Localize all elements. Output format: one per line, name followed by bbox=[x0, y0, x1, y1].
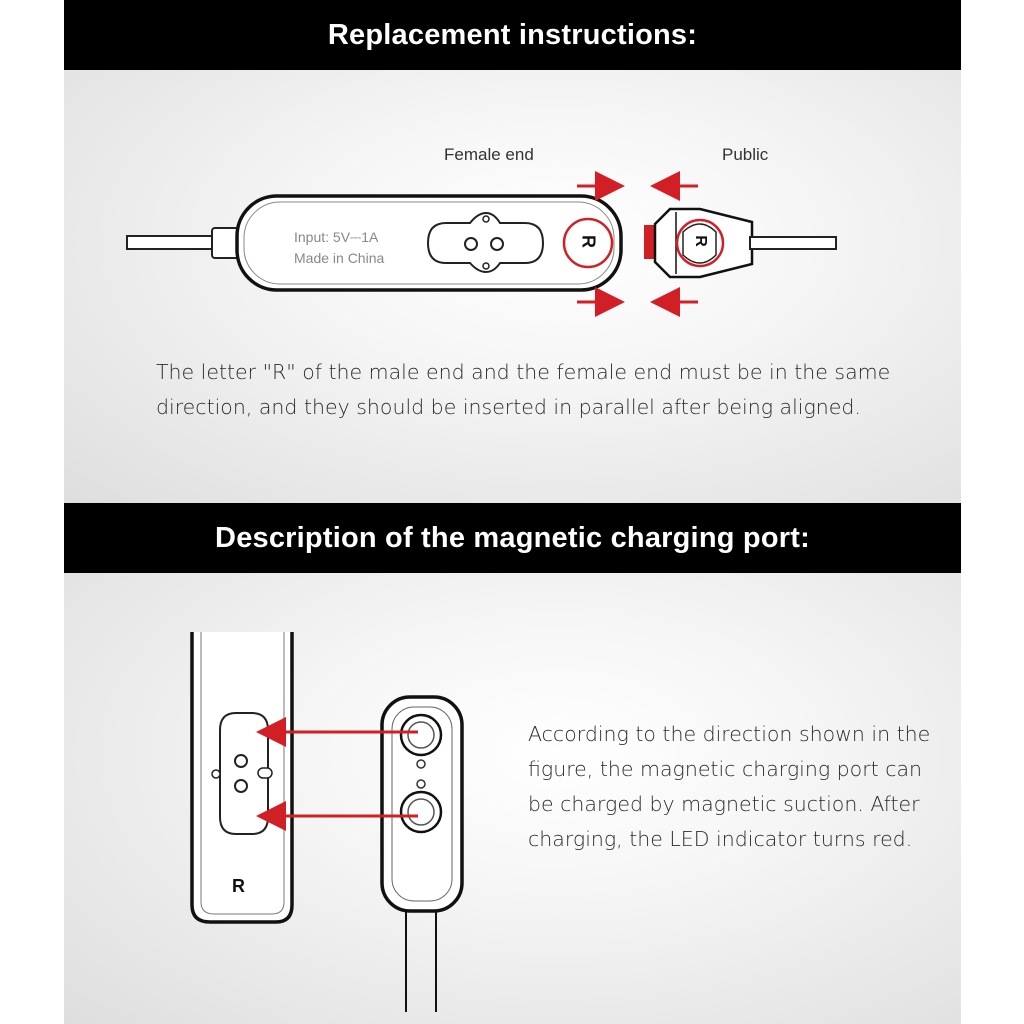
female-socket bbox=[426, 211, 545, 274]
device-spec-text: Input: 5V⎓1A Made in China bbox=[294, 227, 384, 269]
section-header-replacement: Replacement instructions: bbox=[64, 0, 961, 70]
section-title-charging-port: Description of the magnetic charging por… bbox=[215, 521, 810, 554]
section-header-charging-port: Description of the magnetic charging por… bbox=[64, 503, 961, 573]
left-cable bbox=[126, 227, 243, 259]
public-end-label: Public bbox=[722, 145, 769, 164]
magnetic-charger bbox=[380, 695, 464, 1012]
section-title-replacement: Replacement instructions: bbox=[327, 18, 698, 51]
male-plug bbox=[644, 207, 837, 279]
plug-r-highlight bbox=[675, 218, 725, 268]
female-end-label: Female end bbox=[444, 145, 534, 164]
charging-port-description: According to the direction shown in the … bbox=[528, 722, 931, 851]
direction-arrows bbox=[577, 171, 698, 317]
earbud-r-letter: R bbox=[232, 876, 245, 896]
device-made-text: Made in China bbox=[294, 250, 385, 266]
device-r-highlight bbox=[562, 217, 614, 269]
replacement-description: The letter "R" of the male end and the f… bbox=[156, 360, 891, 419]
device-input-text: Input: 5V⎓1A bbox=[294, 229, 379, 245]
alignment-arrows bbox=[256, 717, 418, 831]
